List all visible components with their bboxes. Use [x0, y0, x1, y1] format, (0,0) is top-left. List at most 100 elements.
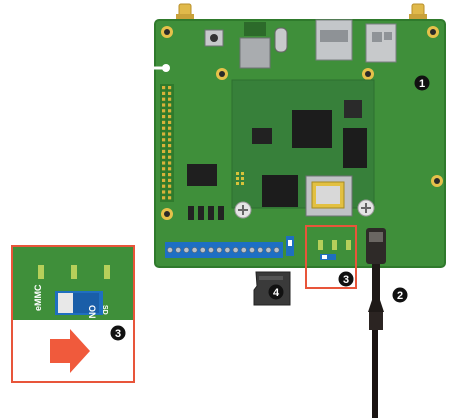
terminal-screw — [232, 247, 239, 253]
callout-badge-1: 1 — [414, 75, 430, 91]
mounting-holes — [161, 26, 443, 220]
header-pin — [168, 103, 172, 107]
terminal-block — [165, 242, 283, 258]
smd-pad — [241, 177, 244, 180]
terminal-screw — [224, 247, 231, 253]
header-pin — [168, 138, 172, 142]
switch-label-sd: SD — [101, 305, 108, 315]
sd-card-slot — [305, 175, 353, 217]
numbered-circle-icon — [338, 271, 354, 287]
header-pin — [168, 178, 172, 182]
smd-pad — [236, 177, 239, 180]
smd-part — [198, 206, 204, 220]
header-pin — [162, 178, 166, 182]
svg-text:2: 2 — [397, 290, 403, 302]
header-pin — [162, 86, 166, 90]
numbered-circle-icon — [268, 284, 284, 300]
svg-text:3: 3 — [115, 328, 121, 340]
emmc-chip — [262, 175, 298, 207]
smd-pad — [236, 172, 239, 175]
header-pin — [168, 149, 172, 153]
numbered-circle-icon — [392, 287, 408, 303]
header-pin — [168, 115, 172, 119]
header-pin — [168, 120, 172, 124]
header-pin — [168, 167, 172, 171]
pmic-chip — [252, 128, 272, 144]
usb-c-port — [274, 27, 288, 53]
terminal-screw — [240, 247, 247, 253]
header-pin — [162, 115, 166, 119]
small-module — [244, 22, 266, 36]
header-pin — [168, 91, 172, 95]
header-pin — [162, 138, 166, 142]
header-pin — [162, 190, 166, 194]
board-boot-switch — [286, 236, 294, 256]
header-pin — [168, 196, 172, 200]
terminal-screw — [208, 247, 214, 253]
smd-pad — [236, 182, 239, 185]
header-pin — [162, 120, 166, 124]
screw-right — [357, 199, 375, 217]
header-pin — [168, 173, 172, 177]
header-pin — [168, 109, 172, 113]
callout-badge-2: 2 — [392, 287, 408, 303]
smd-pad — [241, 172, 244, 175]
smd-part — [208, 206, 214, 220]
gpio-header — [160, 84, 174, 202]
callout-badge-4: 4 — [268, 284, 284, 300]
smd-part — [218, 206, 224, 220]
inset-zoom: eMMC ON SD — [11, 245, 135, 383]
smd-part — [188, 206, 194, 220]
svg-text:3: 3 — [343, 274, 349, 286]
callout-badge-inset: 3 — [110, 325, 126, 341]
header-pin — [168, 144, 172, 148]
terminal-screw — [257, 247, 264, 253]
terminal-screw — [199, 247, 206, 253]
terminal-screw — [175, 247, 182, 253]
header-pin — [168, 155, 172, 159]
main-board — [150, 3, 446, 289]
header-pin — [162, 126, 166, 130]
screw-left — [234, 201, 252, 219]
header-pin — [162, 97, 166, 101]
header-pin — [168, 126, 172, 130]
switch-label-emmc: eMMC — [33, 284, 43, 311]
header-pin — [162, 132, 166, 136]
qfp-chip — [187, 164, 217, 186]
header-pin — [162, 103, 166, 107]
header-pin — [168, 97, 172, 101]
header-pin — [162, 155, 166, 159]
terminal-screw — [265, 247, 272, 253]
sim-slot — [365, 23, 397, 63]
terminal-screw — [183, 247, 190, 253]
header-pin — [168, 161, 172, 165]
numbered-circle-icon — [414, 75, 430, 91]
switch-label-on: ON — [87, 305, 97, 319]
header-pin — [162, 91, 166, 95]
reset-button — [204, 29, 224, 47]
header-pin — [168, 86, 172, 90]
arrow-right-icon — [50, 329, 90, 373]
terminal-screw — [216, 247, 223, 253]
header-pin — [162, 144, 166, 148]
smd-pad — [241, 182, 244, 185]
header-pin — [162, 196, 166, 200]
header-pin — [162, 149, 166, 153]
header-pin — [162, 161, 166, 165]
terminal-screw — [249, 247, 255, 253]
mcu-module — [239, 37, 271, 69]
usb-a-port — [315, 19, 353, 61]
header-pin — [162, 109, 166, 113]
memory-chip — [343, 128, 367, 168]
terminal-screw — [167, 247, 173, 253]
terminal-screw — [191, 247, 198, 253]
inset-dip-switch — [55, 291, 103, 315]
terminal-screw — [273, 247, 280, 253]
small-chip — [344, 100, 362, 118]
svg-text:1: 1 — [419, 78, 425, 90]
header-pin — [168, 132, 172, 136]
header-pin — [168, 184, 172, 188]
board-highlight-box — [305, 225, 357, 289]
header-pin — [162, 173, 166, 177]
